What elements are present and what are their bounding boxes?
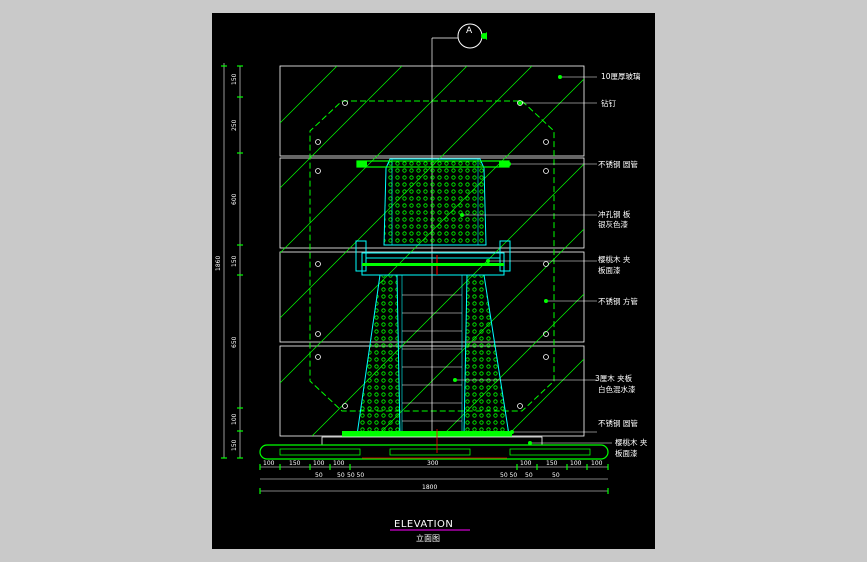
callout-cherry-wood-1: 樱桃木 夹: [598, 254, 631, 264]
right-leg: [463, 274, 510, 436]
callout-leaders: [455, 76, 612, 444]
screw: [315, 354, 321, 360]
callout-perforated-steel: 冲孔钢 板: [598, 209, 631, 219]
glass-hatch: [280, 66, 584, 436]
dim-sub-6: 50: [552, 472, 560, 479]
dim-bottom-1: 100: [263, 460, 275, 467]
screw: [543, 331, 549, 337]
dashed-frame: [309, 100, 555, 412]
screw: [543, 354, 549, 360]
screw: [543, 139, 549, 145]
wood-tray: [355, 240, 511, 276]
callout-silver-paint: 银灰色漆: [598, 219, 628, 229]
screw: [543, 168, 549, 174]
left-dimensions: 150 250 600 150 650 100 150 1860: [215, 63, 243, 459]
bottom-dimensions: 100 150 100 100 300 100 150 100 100 50 5…: [259, 460, 609, 494]
screw: [315, 261, 321, 267]
perforated-cylinder: [356, 158, 510, 246]
dim-bottom-3: 100: [313, 460, 325, 467]
dim-sub-4: 50 50: [500, 472, 517, 479]
callout-glass: 10厘厚玻璃: [601, 71, 641, 81]
dim-sub-2: 50: [337, 472, 345, 479]
screw: [315, 331, 321, 337]
screw: [315, 139, 321, 145]
callout-steel-square-tube: 不锈钢 方管: [598, 296, 638, 306]
dim-left-3: 600: [231, 193, 238, 205]
drawing-title: ELEVATION 立面图: [390, 519, 470, 543]
callout-steel-tube-top: 不锈钢 圆管: [598, 159, 638, 169]
callout-screw: 钻钉: [601, 98, 616, 108]
dim-bottom-5: 300: [427, 460, 439, 467]
base: [259, 429, 609, 460]
dim-left-1: 150: [231, 73, 238, 85]
elevation-drawing: A: [215, 23, 648, 543]
callout-steel-tube-bottom: 不锈钢 圆管: [598, 418, 638, 428]
ladder: [402, 294, 462, 422]
screw: [315, 168, 321, 174]
screw: [342, 100, 348, 106]
base-board: [259, 444, 609, 460]
title-sub: 立面图: [416, 533, 440, 543]
dim-bottom-6: 100: [520, 460, 532, 467]
dim-bottom-2: 150: [289, 460, 301, 467]
drawing-sheet: A: [212, 13, 655, 549]
callout-surface-paint-1: 板面漆: [598, 265, 621, 275]
dim-bottom-9: 100: [591, 460, 603, 467]
left-leg: [356, 274, 401, 436]
callout-white-paint: 白色混水漆: [598, 384, 636, 394]
callout-plywood: 3厘木 夹板: [595, 373, 633, 383]
dim-left-4: 150: [231, 255, 238, 267]
dim-bottom-total: 1800: [422, 484, 437, 491]
dim-left-6: 100: [231, 413, 238, 425]
section-marker-label: A: [466, 26, 473, 36]
screw: [517, 403, 523, 409]
dim-bottom-7: 150: [546, 460, 558, 467]
title-main: ELEVATION: [394, 519, 453, 530]
screw: [342, 403, 348, 409]
dim-left-2: 250: [231, 119, 238, 131]
screw: [543, 261, 549, 267]
dim-sub-3: 50 50: [347, 472, 364, 479]
callout-cherry-wood-2: 樱桃木 夹: [615, 437, 648, 447]
dim-left-7: 150: [231, 439, 238, 451]
dim-left-5: 650: [231, 336, 238, 348]
dim-bottom-4: 100: [333, 460, 345, 467]
dim-left-total: 1860: [215, 256, 222, 271]
dim-sub-1: 50: [315, 472, 323, 479]
screws: [315, 100, 549, 409]
dim-bottom-8: 100: [570, 460, 582, 467]
dim-sub-5: 50: [525, 472, 533, 479]
callout-surface-paint-2: 板面漆: [615, 448, 638, 458]
